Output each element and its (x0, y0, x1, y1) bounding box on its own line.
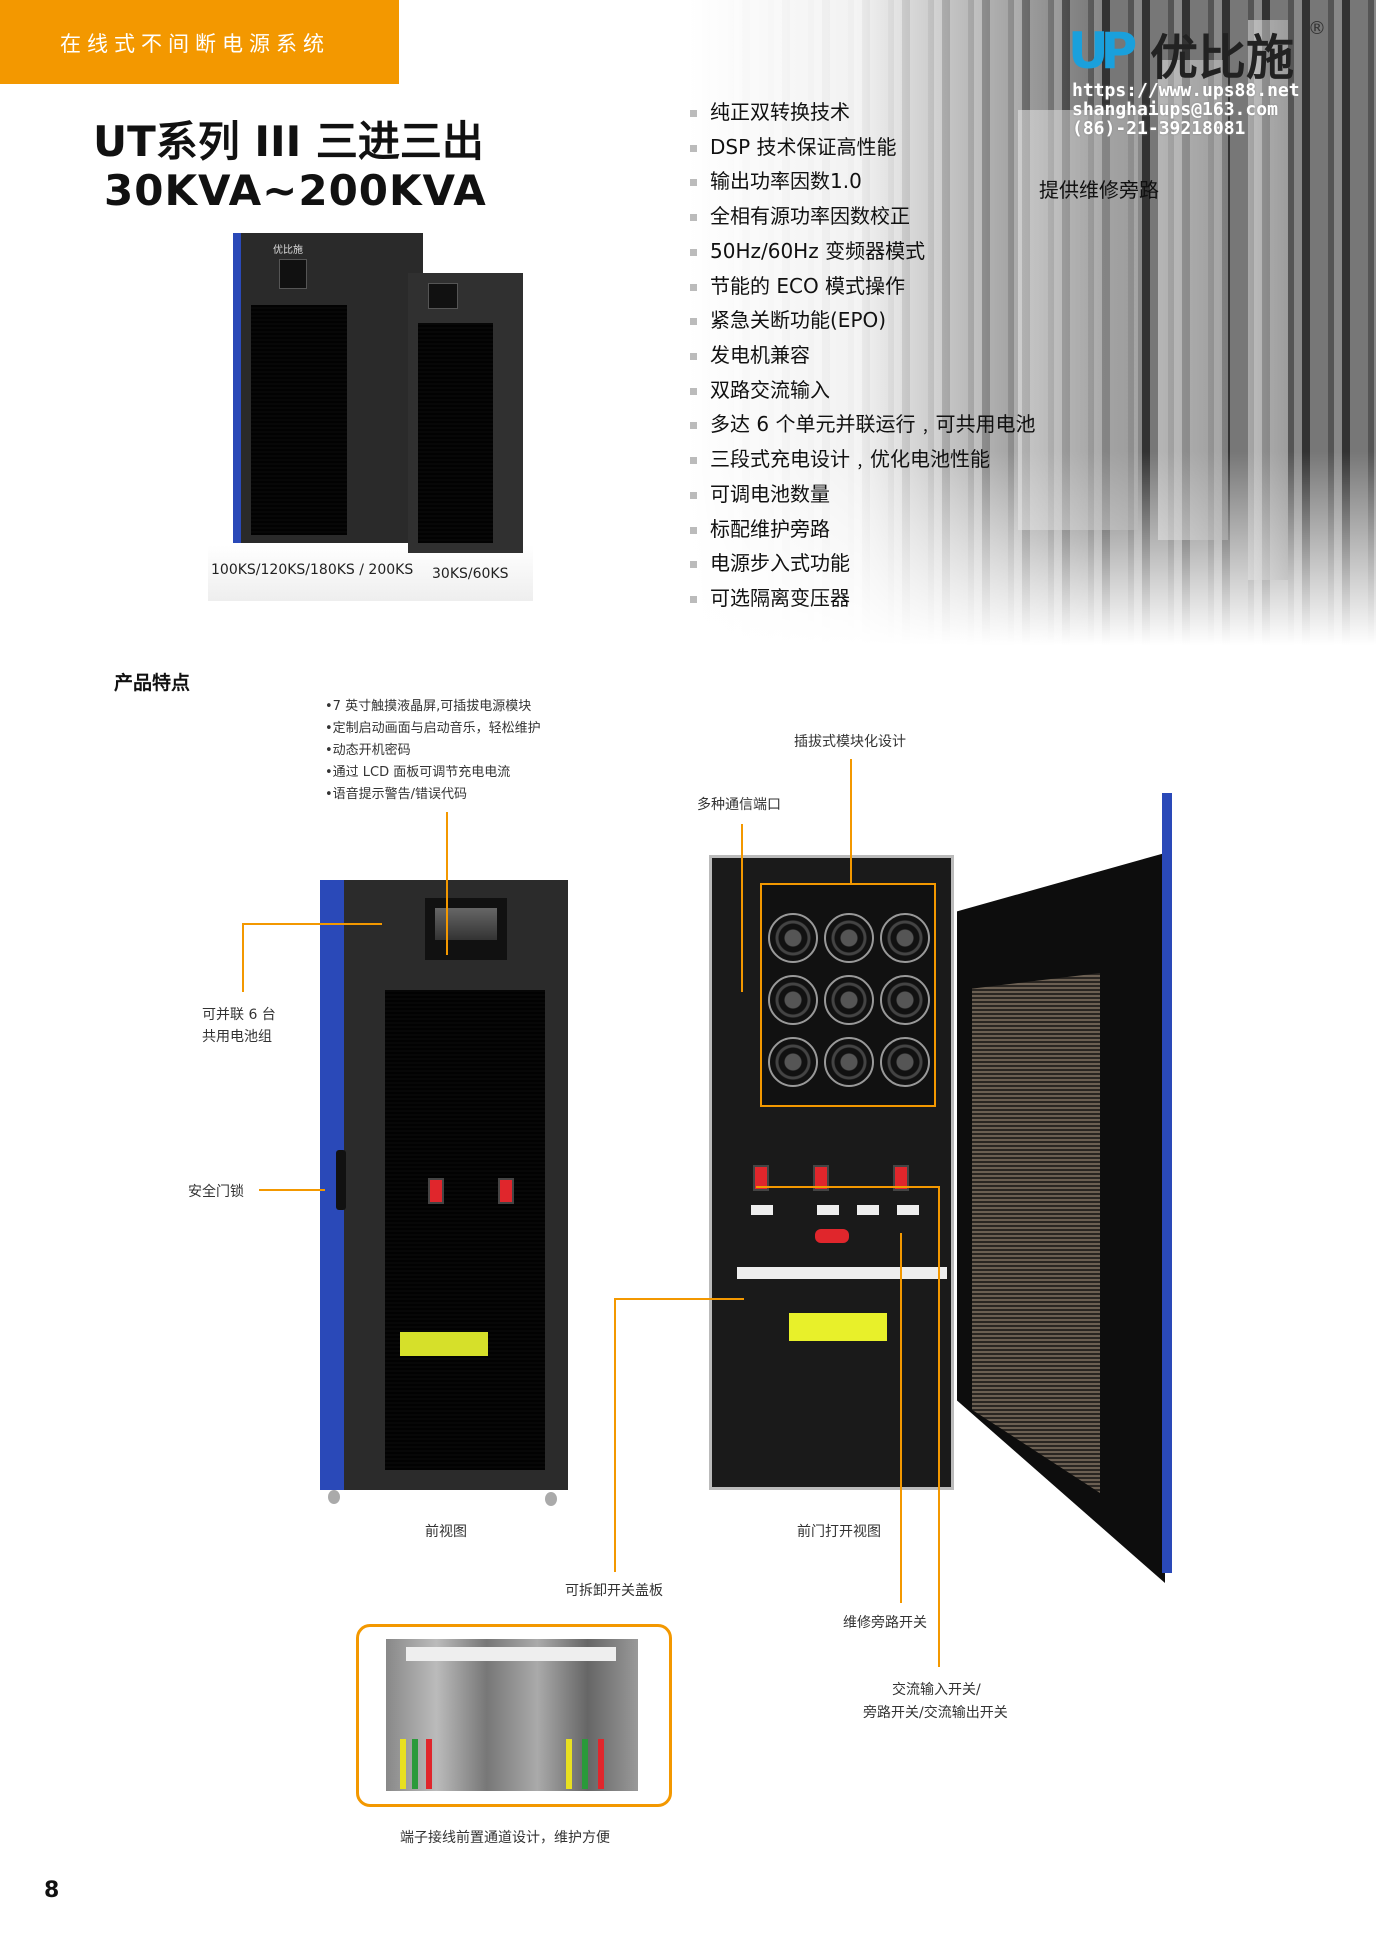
lcd-screen (279, 259, 307, 289)
product-photo: 优比施 100KS/120KS/180KS / 200KS 30KS/60KS (208, 229, 533, 601)
callout-maint-bypass: 维修旁路开关 (843, 1615, 927, 1631)
page-number: 8 (44, 1878, 60, 1903)
power-modules (760, 883, 936, 1107)
feature-item: 纯正双转换技术 (690, 96, 850, 125)
warning-label (789, 1313, 887, 1341)
feature-item: 多达 6 个单元并联运行﹐可共用电池 (690, 408, 1035, 437)
callout-parallel: 可并联 6 台 (202, 1007, 276, 1023)
front-view-cabinet (320, 880, 570, 1510)
lcd-note: •定制启动画面与启动音乐，轻松维护 (325, 721, 541, 736)
feature-item: 电源步入式功能 (690, 547, 850, 576)
lcd-note: •通过 LCD 面板可调节充电电流 (325, 765, 511, 780)
door-lock (336, 1150, 346, 1210)
contact-email: shanghaiups@163.com (1072, 99, 1278, 120)
callout-modules: 插拔式模块化设计 (794, 734, 906, 750)
caption-front-view: 前视图 (425, 1524, 467, 1540)
contact-phone: (86)-21-39218081 (1072, 118, 1246, 139)
registered-mark: ® (1308, 18, 1326, 39)
product-title: UT系列 III 三进三出 (93, 117, 484, 166)
small-cabinet (408, 273, 523, 553)
callout-line (900, 1233, 902, 1603)
feature-item: 标配维护旁路 (690, 513, 830, 542)
callout-switch-cover: 可拆卸开关盖板 (565, 1583, 663, 1599)
callout-line (242, 923, 382, 925)
terminal-photo-frame (356, 1624, 672, 1807)
caption-open-view: 前门打开视图 (797, 1524, 881, 1540)
product-capacity: 30KVA~200KVA (104, 166, 487, 215)
feature-item: 全相有源功率因数校正 (690, 200, 910, 229)
banner-text: 在线式不间断电源系统 (60, 32, 330, 56)
lcd-screen (435, 908, 497, 940)
warning-label (400, 1332, 488, 1356)
feature-item: 输出功率因数1.0 (690, 165, 862, 194)
lcd-note: •动态开机密码 (325, 743, 411, 758)
callout-line (756, 1186, 938, 1188)
terminal-photo (386, 1639, 638, 1791)
callout-ac-switch: 交流输入开关/ (892, 1682, 981, 1698)
model-label-small: 30KS/60KS (432, 566, 509, 582)
feature-item: 发电机兼容 (690, 339, 810, 368)
open-view-cabinet (707, 793, 1172, 1583)
model-label-large: 100KS/120KS/180KS / 200KS (211, 562, 414, 578)
logo-text: 优比施 (1150, 30, 1295, 86)
callout-line (614, 1298, 616, 1572)
feature-item: 三段式充电设计﹐优化电池性能 (690, 443, 990, 472)
callout-parallel-battery: 共用电池组 (202, 1029, 272, 1045)
large-cabinet: 优比施 (233, 233, 423, 543)
callout-comm-ports: 多种通信端口 (697, 797, 781, 813)
callout-line (242, 923, 244, 992)
feature-item: DSP 技术保证高性能 (690, 131, 897, 160)
callout-door-lock: 安全门锁 (188, 1184, 244, 1200)
cabinet-brand: 优比施 (273, 245, 303, 256)
website-url: https://www.ups88.net (1072, 80, 1300, 101)
callout-line (446, 812, 448, 955)
bypass-note: 提供维修旁路 (1039, 178, 1159, 202)
server-room-background (688, 0, 1376, 645)
bypass-switch (815, 1229, 849, 1243)
lcd-note: •7 英寸触摸液晶屏,可插拔电源模块 (325, 699, 532, 714)
brand-logo: UP 优比施 ® (1068, 18, 1338, 86)
feature-item: 紧急关断功能(EPO) (690, 304, 886, 333)
callout-line (850, 759, 852, 883)
feature-item: 50Hz/60Hz 变频器模式 (690, 235, 925, 264)
callout-line (741, 824, 743, 992)
feature-item: 双路交流输入 (690, 374, 830, 403)
callout-line (614, 1298, 744, 1300)
callout-line (259, 1189, 325, 1191)
lcd-note: •语音提示警告/错误代码 (325, 787, 468, 802)
section-title: 产品特点 (114, 672, 191, 694)
logo-mark: UP (1068, 22, 1137, 80)
callout-ac-switch-2: 旁路开关/交流输出开关 (863, 1705, 1008, 1721)
section-banner: 在线式不间断电源系统 (0, 0, 399, 84)
door-mesh (972, 973, 1100, 1493)
feature-item: 节能的 ECO 模式操作 (690, 270, 905, 299)
caption-terminal: 端子接线前置通道设计，维护方便 (400, 1830, 610, 1846)
feature-item: 可选隔离变压器 (690, 582, 850, 611)
callout-line (938, 1186, 940, 1667)
feature-item: 可调电池数量 (690, 478, 830, 507)
